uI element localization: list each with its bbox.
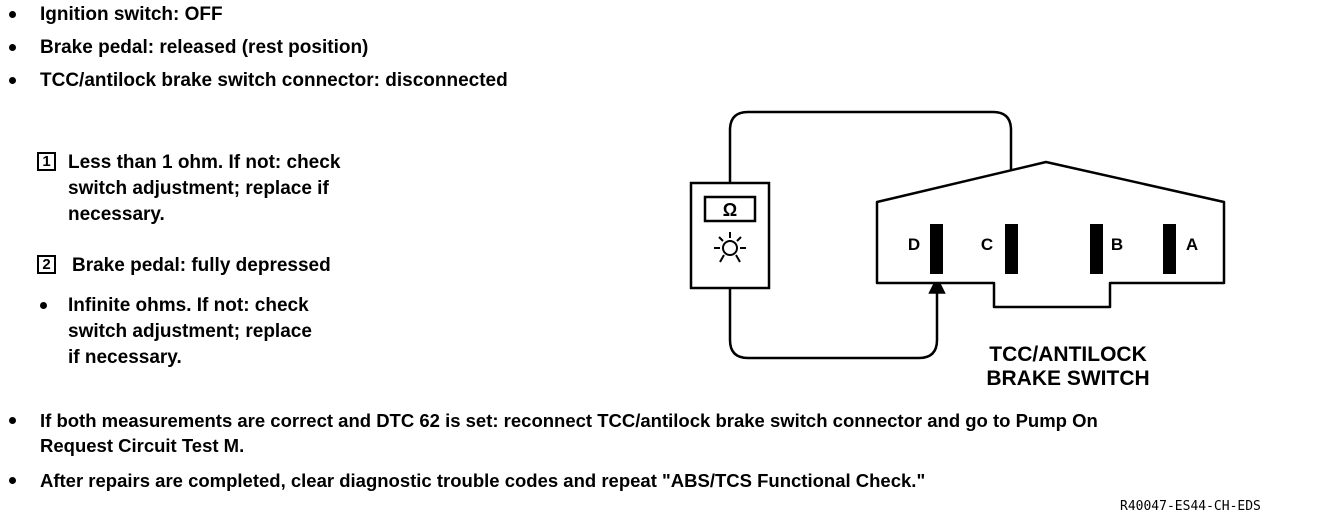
light-bulb-icon <box>714 232 746 263</box>
ohmmeter: Ω <box>689 181 771 290</box>
step-1-line-1: Less than 1 ohm. If not: check <box>68 152 341 173</box>
step-2-bullet <box>40 302 47 309</box>
footer-bullet <box>9 477 16 484</box>
step-2-line-1: Infinite ohms. If not: check <box>68 295 309 316</box>
condition-bullet <box>9 44 16 51</box>
pin-d-terminal <box>930 224 943 274</box>
footer-note-1-line-2-end: . <box>239 435 245 456</box>
pin-d-label: D <box>908 235 920 254</box>
footer-note-1-line-2: Request Circuit Test M. <box>40 433 244 458</box>
step-1-line-2: switch adjustment; replace if <box>68 178 329 199</box>
pin-b-label: B <box>1111 235 1123 254</box>
footer-note-1-line-1: If both measurements are correct and DTC… <box>40 410 1098 431</box>
step-2-line-3: if necessary. <box>68 347 182 368</box>
ohm-symbol: Ω <box>723 200 737 220</box>
circuit-test-letter: M <box>223 435 240 456</box>
condition-ignition: Ignition switch: OFF <box>40 4 223 25</box>
top-test-lead <box>728 110 1020 220</box>
reference-code: R40047-ES44-CH-EDS <box>1120 499 1261 514</box>
step-2-line-2: switch adjustment; replace <box>68 321 312 342</box>
step-1-number-box: 1 <box>37 152 56 171</box>
condition-connector: TCC/antilock brake switch connector: dis… <box>40 70 508 91</box>
switch-title-line-2: BRAKE SWITCH <box>986 367 1149 390</box>
pin-a-label: A <box>1186 235 1198 254</box>
bottom-test-lead <box>728 276 946 360</box>
condition-bullet <box>9 77 16 84</box>
switch-connector-housing <box>875 160 1226 309</box>
condition-brake-pedal: Brake pedal: released (rest position) <box>40 37 369 58</box>
footer-note-2: After repairs are completed, clear diagn… <box>40 470 926 491</box>
footer-bullet <box>9 417 16 424</box>
pin-c-terminal <box>1005 224 1018 274</box>
footer-note-1-line-2-text: Request Circuit Test <box>40 435 224 456</box>
condition-bullet <box>9 11 16 18</box>
step-2-number-box: 2 <box>37 255 56 274</box>
step-1-line-3: necessary. <box>68 204 165 225</box>
pin-c-label: C <box>981 235 993 254</box>
pin-b-terminal <box>1090 224 1103 274</box>
step-2-heading: Brake pedal: fully depressed <box>72 255 331 276</box>
switch-title-line-1: TCC/ANTILOCK <box>989 343 1146 366</box>
pin-a-terminal <box>1163 224 1176 274</box>
